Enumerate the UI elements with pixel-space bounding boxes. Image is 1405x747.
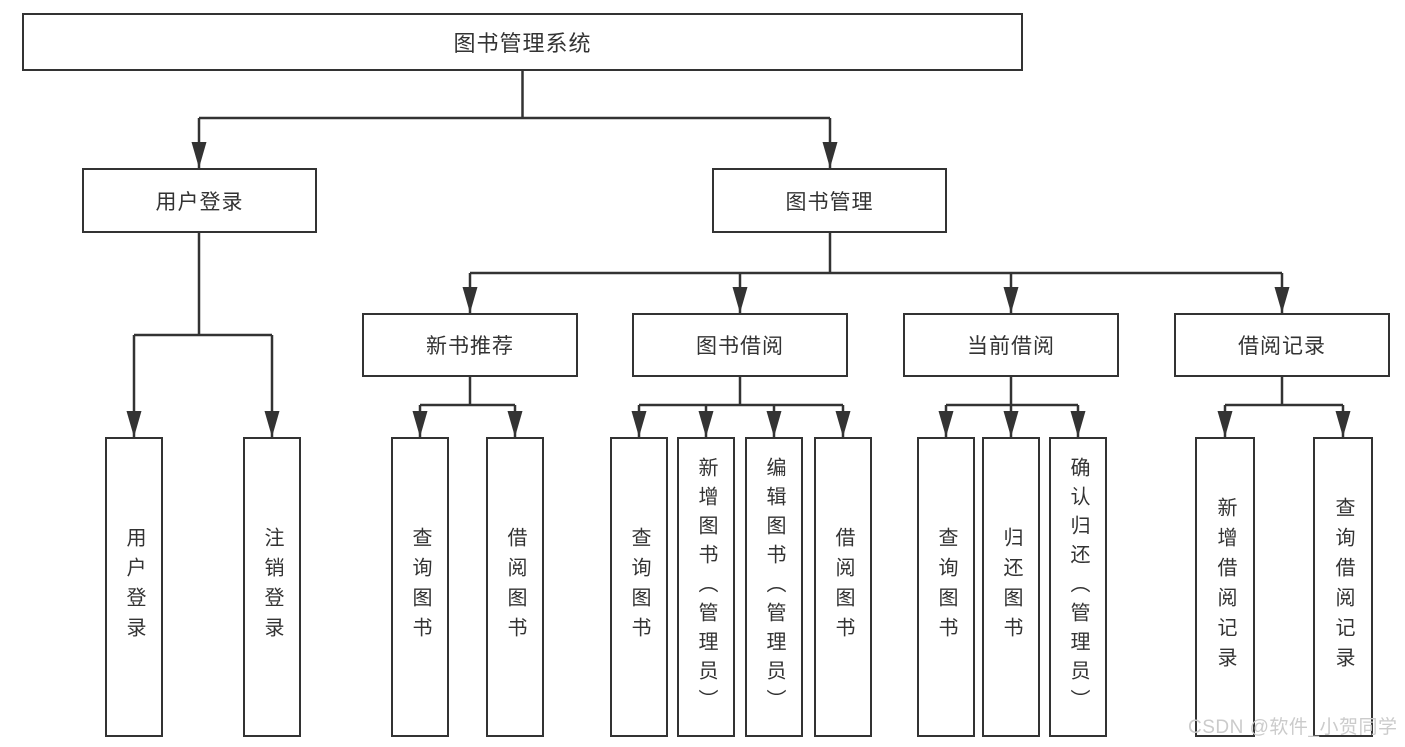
node-label: 借阅图书 [832,527,854,647]
arrow-down-icon [1003,287,1019,313]
leaf-user-login: 用户登录 [105,437,163,737]
node-label: 用户登录 [155,190,244,214]
node-new-book-recommendation: 新书推荐 [362,313,578,377]
leaf-edit-books-admin: 编辑图书（管理员） [745,437,803,737]
connector-bookmgmt-to-groups [468,233,1284,313]
node-library-management-system: 图书管理系统 [22,13,1023,71]
node-label: 归还图书 [1000,527,1022,647]
leaf-query-books: 查询图书 [610,437,668,737]
node-label: 新增图书（管理员） [695,456,717,718]
leaf-logout: 注销登录 [243,437,301,737]
node-label: 查询图书 [409,527,431,647]
arrow-down-icon [938,411,954,437]
arrow-down-icon [835,411,851,437]
arrow-down-icon [1070,411,1086,437]
connector-newbook-to-leaves [418,377,517,437]
leaf-confirm-return-admin: 确认归还（管理员） [1049,437,1107,737]
arrow-down-icon [412,411,428,437]
leaf-add-borrow-record: 新增借阅记录 [1195,437,1255,737]
node-book-borrowing: 图书借阅 [632,313,848,377]
node-user-login: 用户登录 [82,168,317,233]
arrow-down-icon [1217,411,1233,437]
leaf-add-books-admin: 新增图书（管理员） [677,437,735,737]
node-label: 注销登录 [261,527,283,647]
arrow-down-icon [264,411,280,437]
node-label: 查询图书 [935,527,957,647]
leaf-return-books: 归还图书 [982,437,1040,737]
connector-bookborrow-to-leaves [637,377,845,437]
node-current-borrowing: 当前借阅 [903,313,1119,377]
node-label: 查询图书 [628,527,650,647]
leaf-query-books: 查询图书 [391,437,449,737]
node-label: 用户登录 [123,527,145,647]
arrow-down-icon [1335,411,1351,437]
leaf-borrow-books: 借阅图书 [814,437,872,737]
arrowheads [126,142,1351,437]
arrow-down-icon [631,411,647,437]
leaf-query-borrow-record: 查询借阅记录 [1313,437,1373,737]
node-label: 借阅图书 [504,527,526,647]
node-label: 图书管理 [785,190,874,214]
arrow-down-icon [822,142,838,168]
node-label: 确认归还（管理员） [1067,456,1089,718]
arrow-down-icon [462,287,478,313]
node-label: 新书推荐 [426,335,514,358]
connector-root-to-level2 [197,70,832,168]
leaf-borrow-books: 借阅图书 [486,437,544,737]
node-book-management: 图书管理 [712,168,947,233]
arrow-down-icon [1003,411,1019,437]
node-borrowing-records: 借阅记录 [1174,313,1390,377]
connector-borrowrecord-to-leaves [1223,377,1345,437]
node-label: 新增借阅记录 [1214,497,1236,677]
node-label: 编辑图书（管理员） [763,456,785,718]
leaf-query-books: 查询图书 [917,437,975,737]
connector-userlogin-to-leaves [132,233,274,437]
arrow-down-icon [126,411,142,437]
arrow-down-icon [698,411,714,437]
arrow-down-icon [191,142,207,168]
node-label: 借阅记录 [1238,335,1326,358]
arrow-down-icon [1274,287,1290,313]
arrow-down-icon [732,287,748,313]
arrow-down-icon [766,411,782,437]
arrow-down-icon [507,411,523,437]
node-label: 当前借阅 [967,335,1055,358]
node-label: 图书管理系统 [453,31,592,56]
node-label: 图书借阅 [696,335,784,358]
node-label: 查询借阅记录 [1332,497,1354,677]
csdn-watermark: CSDN @软件_小贺同学 [1188,717,1398,738]
